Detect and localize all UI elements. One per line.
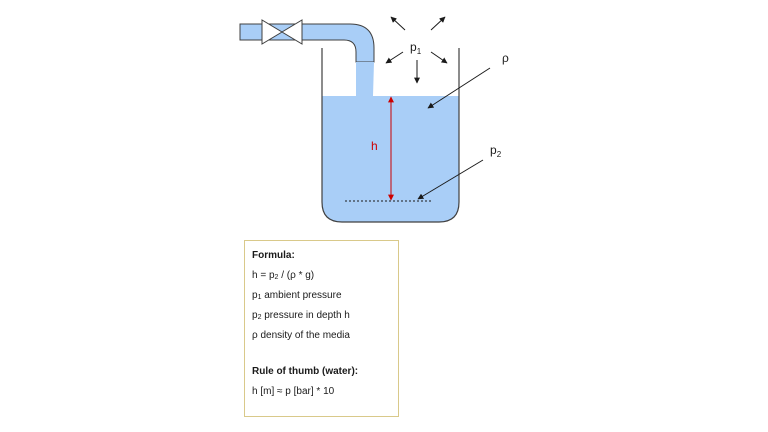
formula-equation: h = p2 / (ρ * g): [252, 270, 315, 281]
formula-title: Formula:: [252, 250, 295, 261]
p1-label: p1: [410, 40, 422, 56]
pressure-arrow-up-left: [390, 16, 406, 31]
p2-definition: p2 pressure in depth h: [252, 310, 350, 321]
rule-title: Rule of thumb (water):: [252, 366, 359, 377]
tank-container: [321, 48, 460, 223]
pressure-arrow-left: [385, 51, 404, 64]
h-label: h: [371, 139, 378, 153]
pressure-arrow-up-right: [430, 16, 446, 31]
formula-box: Formula: h = p2 / (ρ * g) p1 ambient pre…: [244, 240, 399, 417]
rho-leader-arrow: [427, 67, 491, 109]
p2-label: p2: [490, 143, 502, 159]
rho-label: ρ: [502, 51, 509, 65]
p2-leader-arrow: [417, 159, 484, 200]
water-stream: [356, 62, 374, 96]
p1-definition: p1 ambient pressure: [252, 290, 342, 301]
rho-definition: ρ density of the media: [252, 330, 350, 341]
rule-text: h [m] ≈ p [bar] * 10: [252, 386, 335, 397]
inlet-pipe: [239, 23, 375, 63]
pressure-arrow-right: [430, 51, 448, 64]
valve-icon: [261, 19, 303, 45]
